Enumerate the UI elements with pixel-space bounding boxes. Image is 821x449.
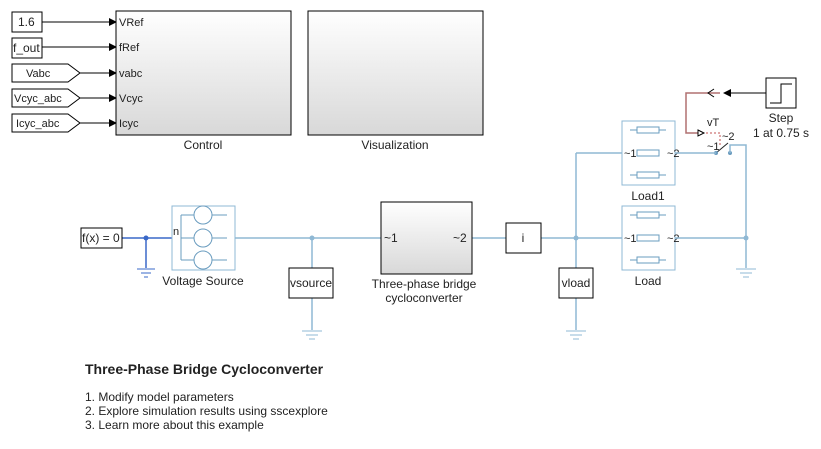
svg-text:1.6: 1.6 xyxy=(18,15,35,29)
svg-text:vT: vT xyxy=(707,117,720,129)
svg-text:vsource: vsource xyxy=(290,276,332,290)
step-block[interactable]: Step 1 at 0.75 s xyxy=(753,77,809,140)
svg-text:VRef: VRef xyxy=(119,17,144,29)
svg-text:~2: ~2 xyxy=(722,131,735,143)
svg-text:Step: Step xyxy=(769,111,794,125)
svg-text:~1: ~1 xyxy=(384,231,398,245)
solver-config-block[interactable]: f(x) = 0 xyxy=(80,227,123,249)
svg-text:~2: ~2 xyxy=(667,233,680,245)
svg-text:fRef: fRef xyxy=(119,42,140,54)
ground-icon xyxy=(736,268,756,278)
svg-text:~2: ~2 xyxy=(453,231,467,245)
voltage-source-block[interactable]: n Voltage Source xyxy=(162,205,244,288)
svg-text:~1: ~1 xyxy=(707,141,720,153)
control-subsystem[interactable]: VRef fRef vabc Vcyc Icyc Control xyxy=(115,10,292,152)
svg-text:f_out: f_out xyxy=(13,41,40,55)
svg-text:Visualization: Visualization xyxy=(361,138,428,152)
cycloconverter-subsystem[interactable]: ~1 ~2 Three-phase bridge cycloconverter xyxy=(372,201,477,305)
from-block-vcyc[interactable]: Vcyc_abc xyxy=(11,88,81,108)
svg-text:Control: Control xyxy=(184,138,223,152)
svg-text:Voltage Source: Voltage Source xyxy=(162,274,244,288)
svg-text:n: n xyxy=(173,226,179,238)
svg-text:Three-phase bridge: Three-phase bridge xyxy=(372,277,477,291)
svg-text:Icyc_abc: Icyc_abc xyxy=(16,118,60,130)
link-learn-more[interactable]: 3. Learn more about this example xyxy=(85,418,264,432)
visualization-subsystem[interactable]: Visualization xyxy=(307,10,484,152)
ground-icon xyxy=(137,268,155,278)
vsource-sensor[interactable]: vsource xyxy=(288,267,334,299)
svg-text:Load: Load xyxy=(635,274,662,288)
link-modify-parameters[interactable]: 1. Modify model parameters xyxy=(85,390,234,404)
constant-block-fout[interactable]: f_out xyxy=(11,37,43,59)
vload-sensor[interactable]: vload xyxy=(558,267,594,299)
svg-text:vload: vload xyxy=(562,276,591,290)
from-block-icyc[interactable]: Icyc_abc xyxy=(11,113,81,133)
from-block-vabc[interactable]: Vabc xyxy=(11,63,81,83)
svg-text:~1: ~1 xyxy=(624,233,637,245)
svg-text:i: i xyxy=(522,231,525,245)
ground-icon xyxy=(302,330,322,340)
svg-text:~2: ~2 xyxy=(667,148,680,160)
current-sensor[interactable]: i xyxy=(505,222,542,254)
control-conn-line xyxy=(685,92,720,134)
svg-text:f(x) = 0: f(x) = 0 xyxy=(82,231,120,245)
load-block[interactable]: ~1 ~2 Load xyxy=(621,205,680,288)
svg-text:Vcyc_abc: Vcyc_abc xyxy=(14,93,62,105)
svg-text:Vabc: Vabc xyxy=(26,68,51,80)
svg-text:Icyc: Icyc xyxy=(119,118,139,130)
svg-text:1 at 0.75 s: 1 at 0.75 s xyxy=(753,126,809,140)
svg-text:Load1: Load1 xyxy=(631,189,665,203)
svg-text:~1: ~1 xyxy=(624,148,637,160)
constant-block-vref[interactable]: 1.6 xyxy=(11,11,43,33)
svg-text:Vcyc: Vcyc xyxy=(119,93,143,105)
svg-text:vabc: vabc xyxy=(119,68,143,80)
load1-block[interactable]: ~1 ~2 Load1 xyxy=(621,120,680,203)
signal-lines xyxy=(42,18,117,127)
link-explore-results[interactable]: 2. Explore simulation results using ssce… xyxy=(85,404,328,418)
ground-icon xyxy=(566,330,586,340)
svg-text:cycloconverter: cycloconverter xyxy=(385,291,462,305)
physical-connections xyxy=(122,144,749,330)
description-title: Three-Phase Bridge Cycloconverter xyxy=(85,361,324,377)
